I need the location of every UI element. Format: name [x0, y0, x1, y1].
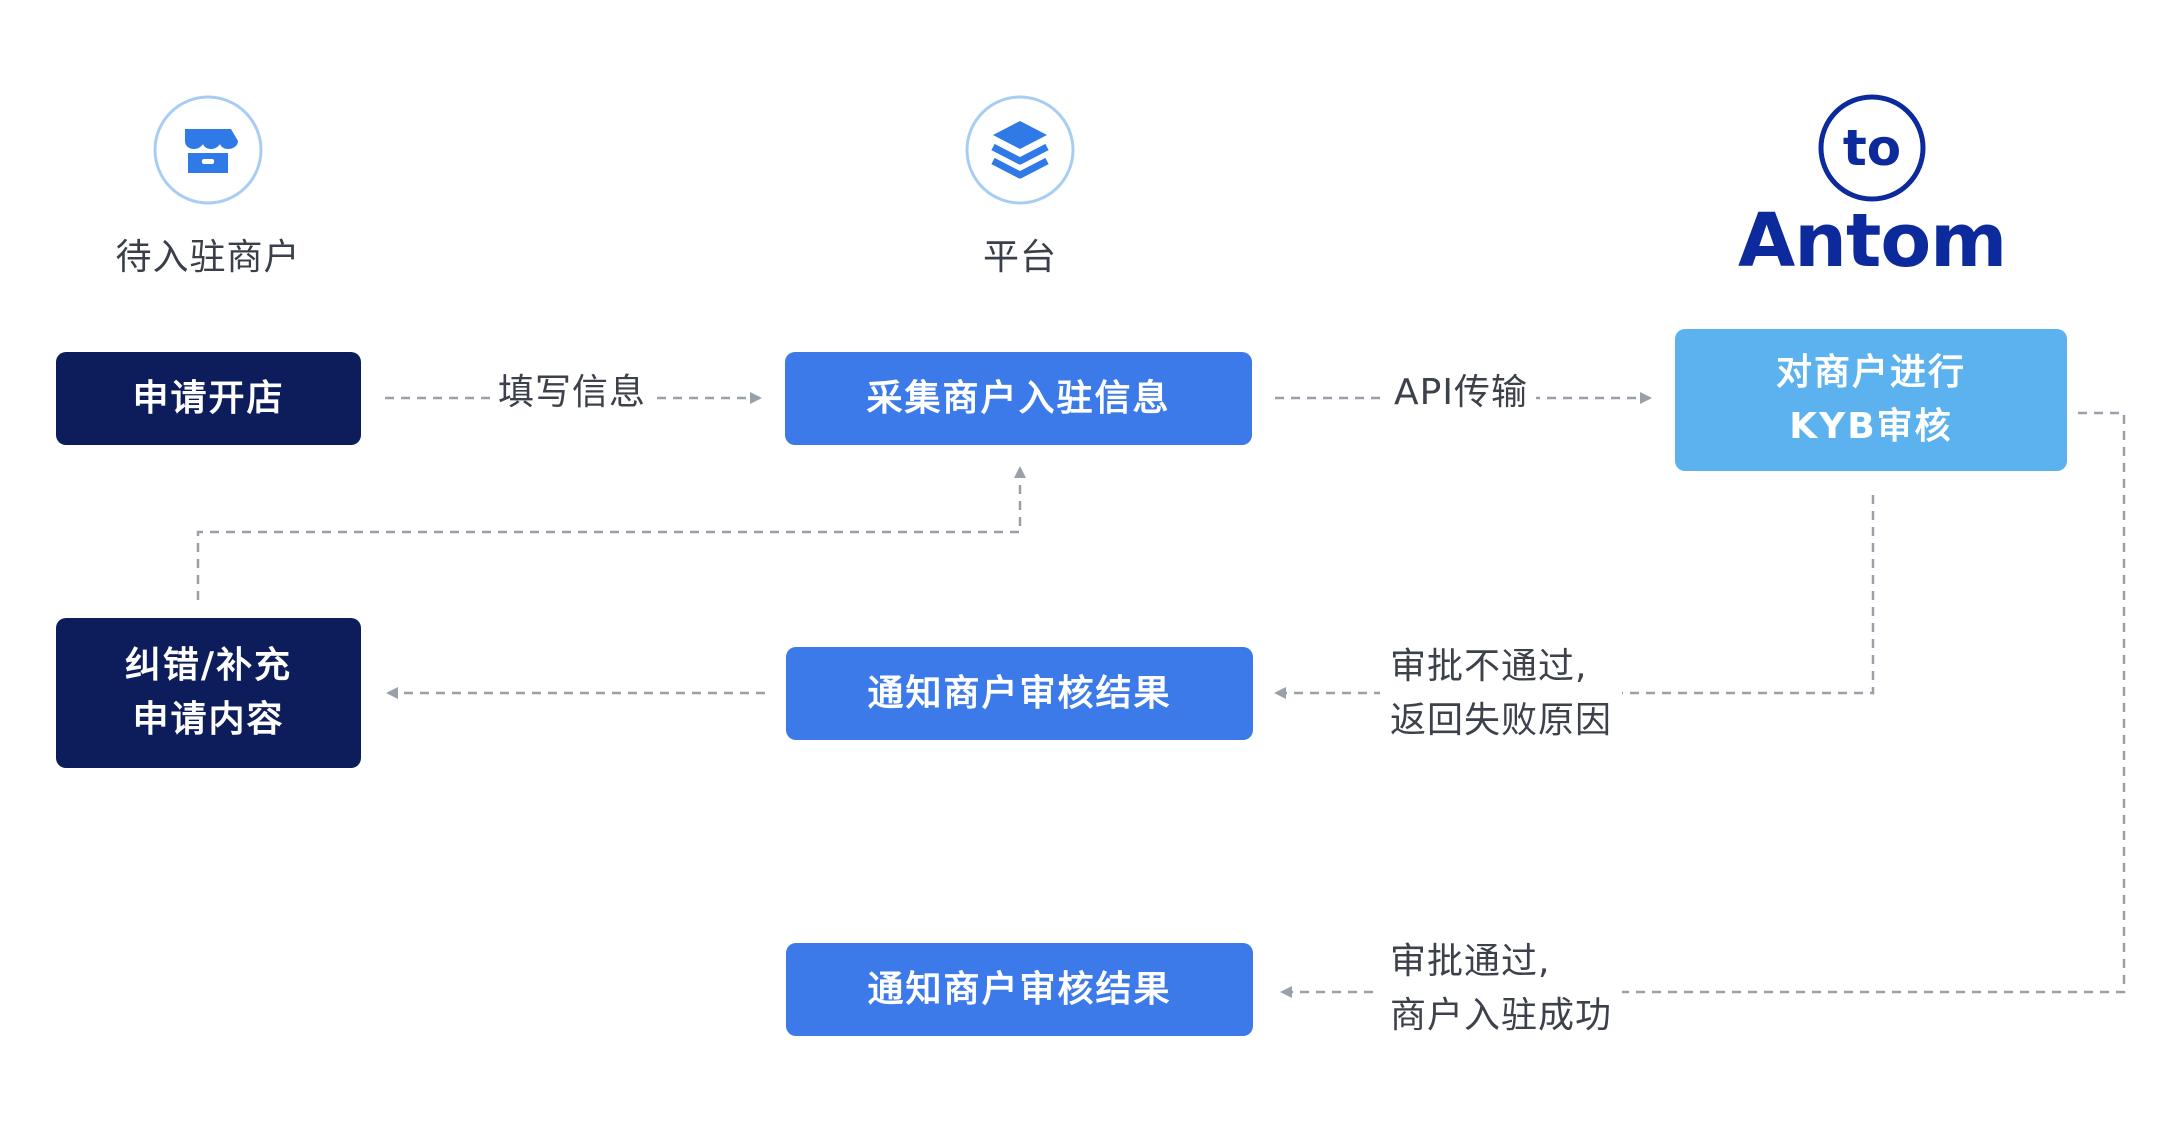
edge-pass: [1280, 411, 2126, 998]
edge-label-api-transfer: API传输: [1386, 366, 1536, 420]
merchant-column-title: 待入驻商户: [115, 237, 301, 278]
node-apply-store[interactable]: 申请开店: [56, 352, 361, 445]
node-notify-pass[interactable]: 通知商户审核结果: [786, 943, 1253, 1036]
node-notify-reject[interactable]: 通知商户审核结果: [786, 647, 1253, 740]
edge-label-pass: 审批通过, 商户入驻成功: [1380, 935, 1623, 1043]
edge-label-reject: 审批不通过, 返回失败原因: [1380, 640, 1623, 748]
node-kyb-review[interactable]: 对商户进行 KYB审核: [1675, 329, 2067, 471]
node-collect-info[interactable]: 采集商户入驻信息: [785, 352, 1252, 445]
edge-label-fill-info: 填写信息: [490, 366, 655, 420]
antom-logo-text: to: [1843, 119, 1901, 177]
platform-column-title: 平台: [982, 237, 1057, 278]
store-icon: [153, 95, 263, 205]
node-correct-supplement[interactable]: 纠错/补充 申请内容: [56, 618, 361, 768]
edge-resubmit: [196, 466, 1026, 600]
antom-logo-icon: to: [1817, 93, 1927, 203]
layers-icon: [965, 95, 1075, 205]
antom-brand: Antom: [1738, 198, 2007, 284]
